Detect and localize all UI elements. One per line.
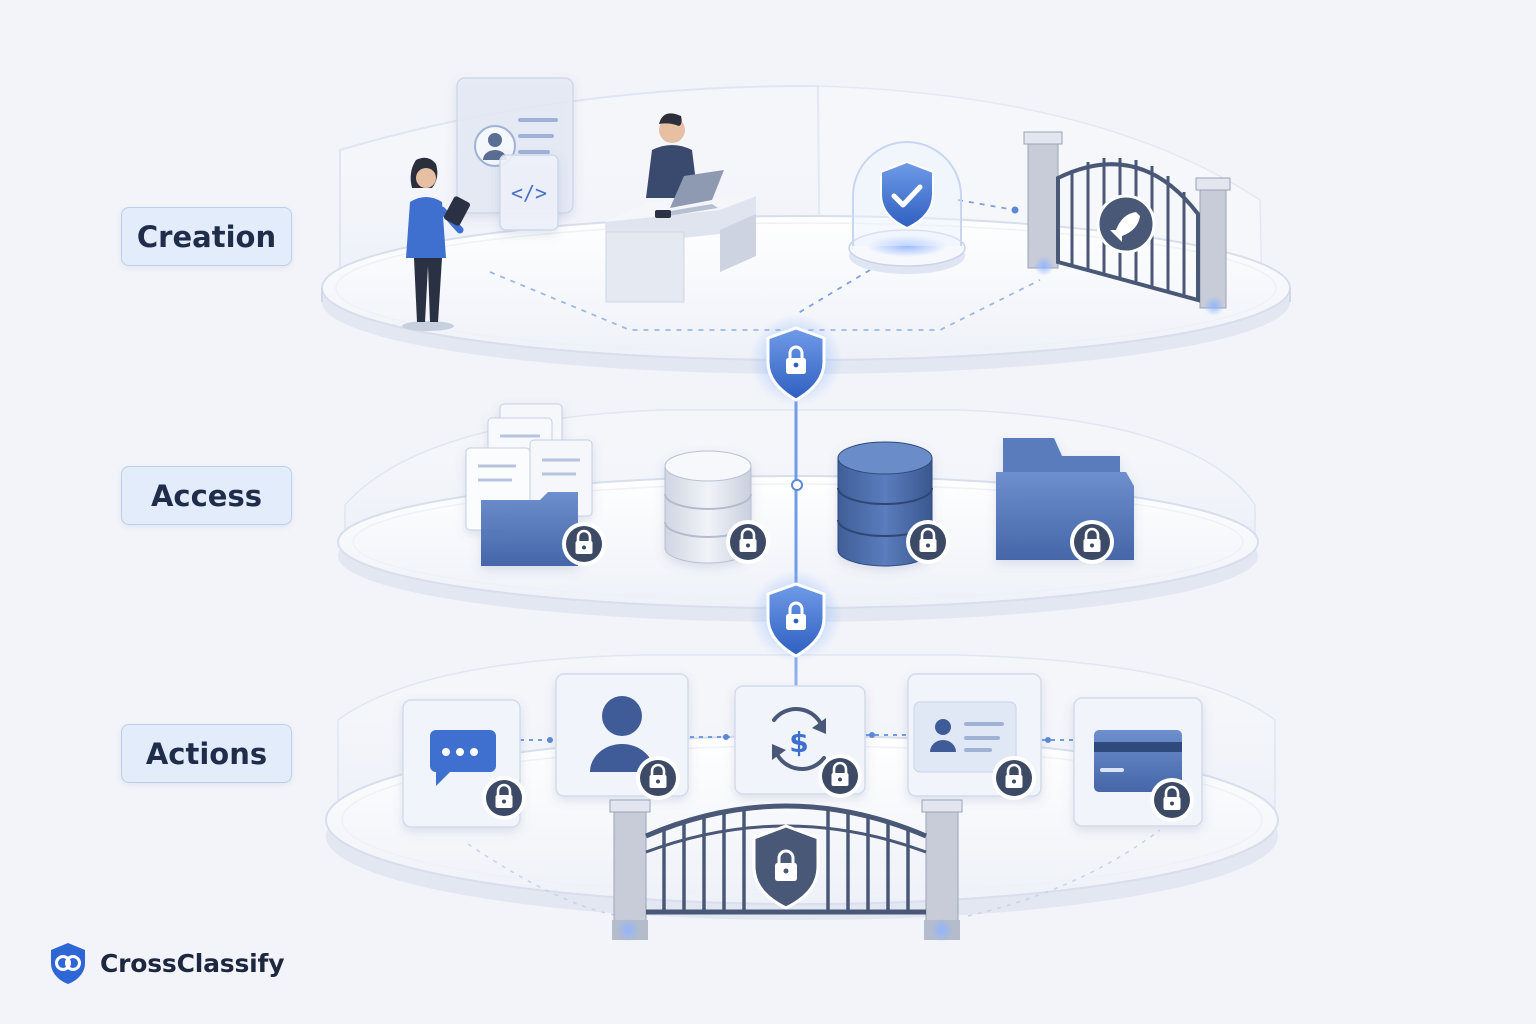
open-gate-rocket: [1023, 131, 1231, 316]
shield-lock-2: [748, 568, 844, 664]
protected-shield-dome: [848, 141, 966, 274]
dollar-icon: $: [789, 726, 808, 759]
crossclassify-shield-logo-icon: [51, 943, 85, 984]
tier-label-access: Access: [121, 466, 292, 525]
lock-badge-icon: [724, 518, 772, 566]
lock-badge-icon: [816, 752, 864, 800]
code-icon: </>: [511, 181, 547, 205]
lock-badge-icon: [634, 754, 682, 802]
tier-label-actions: Actions: [121, 724, 292, 783]
lock-badge-icon: [480, 774, 528, 822]
locked-documents-folder: [465, 403, 593, 566]
lock-badge-icon: [904, 518, 952, 566]
gate-lock: [609, 799, 963, 942]
locked-credit-card-card: [1073, 697, 1203, 827]
lock-badge-icon: [1068, 518, 1116, 566]
brand-logo: CrossClassify: [48, 940, 285, 986]
code-panel: </>: [499, 154, 559, 231]
lock-badge-icon: [1148, 776, 1196, 824]
lock-badge-icon: [560, 520, 608, 568]
woman-with-tablet: [402, 157, 470, 331]
tier-label-creation: Creation: [121, 207, 292, 266]
shield-lock-1: [748, 312, 844, 408]
lock-badge-icon: [990, 754, 1038, 802]
man-at-laptop-desk: [605, 113, 756, 303]
brand-name: CrossClassify: [100, 948, 285, 978]
